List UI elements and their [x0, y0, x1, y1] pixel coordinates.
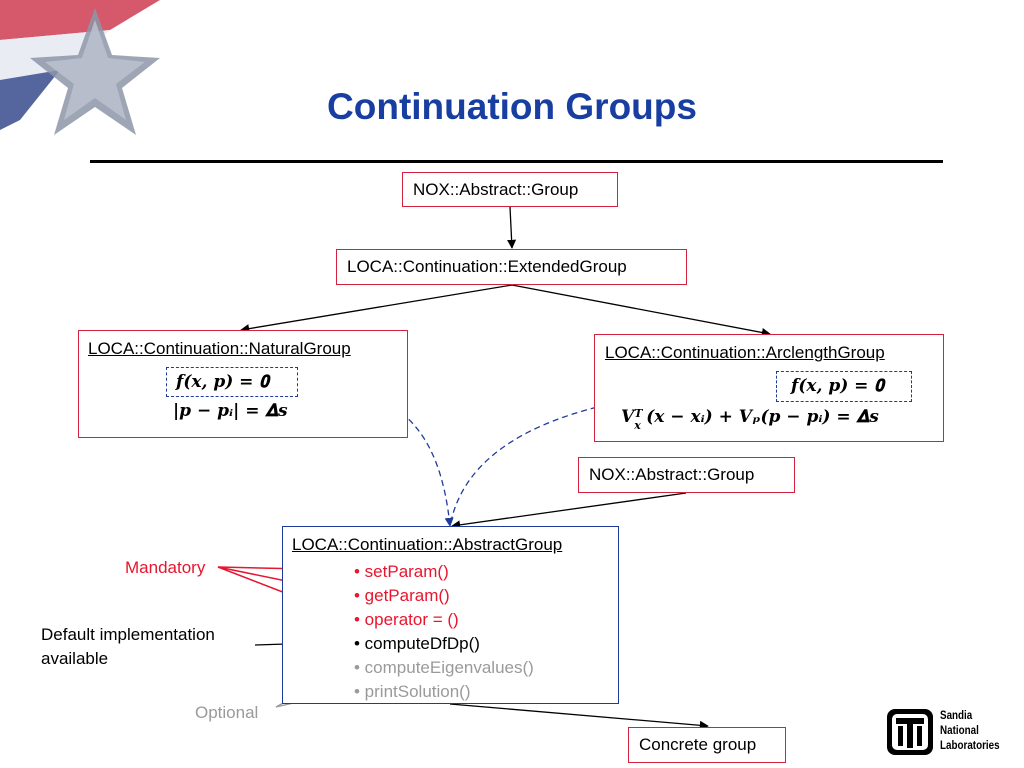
arrow-extended-to-arclength [511, 284, 771, 337]
method-getparam: • getParam() [354, 586, 450, 605]
nox-abstract-group-box-top: NOX::Abstract::Group [402, 172, 618, 207]
arrow-abstract-to-concrete [449, 703, 709, 730]
method-printsolution: • printSolution() [354, 682, 471, 701]
concrete-group-box: Concrete group [628, 727, 786, 763]
arclength-eq-rest: (𝒙 − 𝒙ᵢ) + 𝑽ₚ(𝒑 − 𝒑ᵢ) = 𝚫𝒔 [646, 407, 879, 427]
method-computedfdp: • computeDfDp() [354, 634, 480, 653]
arrow-nox-to-extended [507, 206, 517, 249]
method-setparam: • setParam() [354, 562, 449, 581]
sandia-logo-line3: Laboratories [940, 738, 1000, 752]
extended-group-label: LOCA::Continuation::ExtendedGroup [347, 257, 627, 276]
abstract-group-label: LOCA::Continuation::AbstractGroup [292, 535, 563, 554]
nox-abstract-group-box-mid: NOX::Abstract::Group [578, 457, 795, 493]
arclength-group-label: LOCA::Continuation::ArclengthGroup [605, 343, 885, 362]
optional-annotation: Optional [195, 703, 259, 722]
natural-equation-1: 𝒇(𝒙, 𝒑) = 𝟎 [176, 372, 269, 392]
natural-group-box: LOCA::Continuation::NaturalGroup 𝒇(𝒙, 𝒑)… [78, 330, 408, 438]
default-annotation-line2: available [41, 649, 109, 668]
arrow-nox-to-abstract [451, 492, 687, 530]
arclength-eq-sub: 𝒙 [634, 419, 641, 432]
nox-abstract-group-label-mid: NOX::Abstract::Group [589, 465, 755, 484]
arclength-equation-1: 𝒇(𝒙, 𝒑) = 𝟎 [791, 376, 884, 396]
concrete-group-label: Concrete group [639, 735, 757, 754]
flag-star-decoration [0, 0, 160, 135]
nox-abstract-group-label-top: NOX::Abstract::Group [413, 180, 579, 199]
sandia-logo-line1: Sandia [940, 708, 973, 722]
method-operator: • operator = () [354, 610, 459, 629]
sandia-logo: Sandia National Laboratories [886, 706, 1016, 758]
sandia-logo-line2: National [940, 723, 979, 737]
sandia-thunderbird-icon [887, 709, 933, 755]
abstract-group-box: LOCA::Continuation::AbstractGroup • setP… [282, 526, 619, 704]
mandatory-annotation: Mandatory [125, 558, 206, 577]
natural-group-label: LOCA::Continuation::NaturalGroup [88, 339, 351, 358]
dashed-natural-to-abstract [297, 380, 454, 527]
arclength-group-box: LOCA::Continuation::ArclengthGroup 𝒇(𝒙, … [594, 334, 944, 442]
arclength-eq-sup: 𝑻 [634, 407, 643, 420]
arclength-equation-highlight [776, 371, 912, 402]
natural-equation-2: |𝒑 − 𝒑ᵢ| = 𝚫𝒔 [173, 401, 288, 421]
natural-equation-highlight [166, 367, 298, 397]
title-divider [90, 160, 943, 163]
sandia-logo-text: Sandia National Laboratories [940, 708, 1000, 753]
slide-title: Continuation Groups [327, 86, 697, 127]
arrow-extended-to-natural [240, 284, 513, 334]
method-computeeigenvalues: • computeEigenvalues() [354, 658, 534, 677]
default-annotation-line1: Default implementation [41, 625, 215, 644]
extended-group-box: LOCA::Continuation::ExtendedGroup [336, 249, 687, 285]
arclength-eq-v: 𝑽 [621, 407, 635, 427]
